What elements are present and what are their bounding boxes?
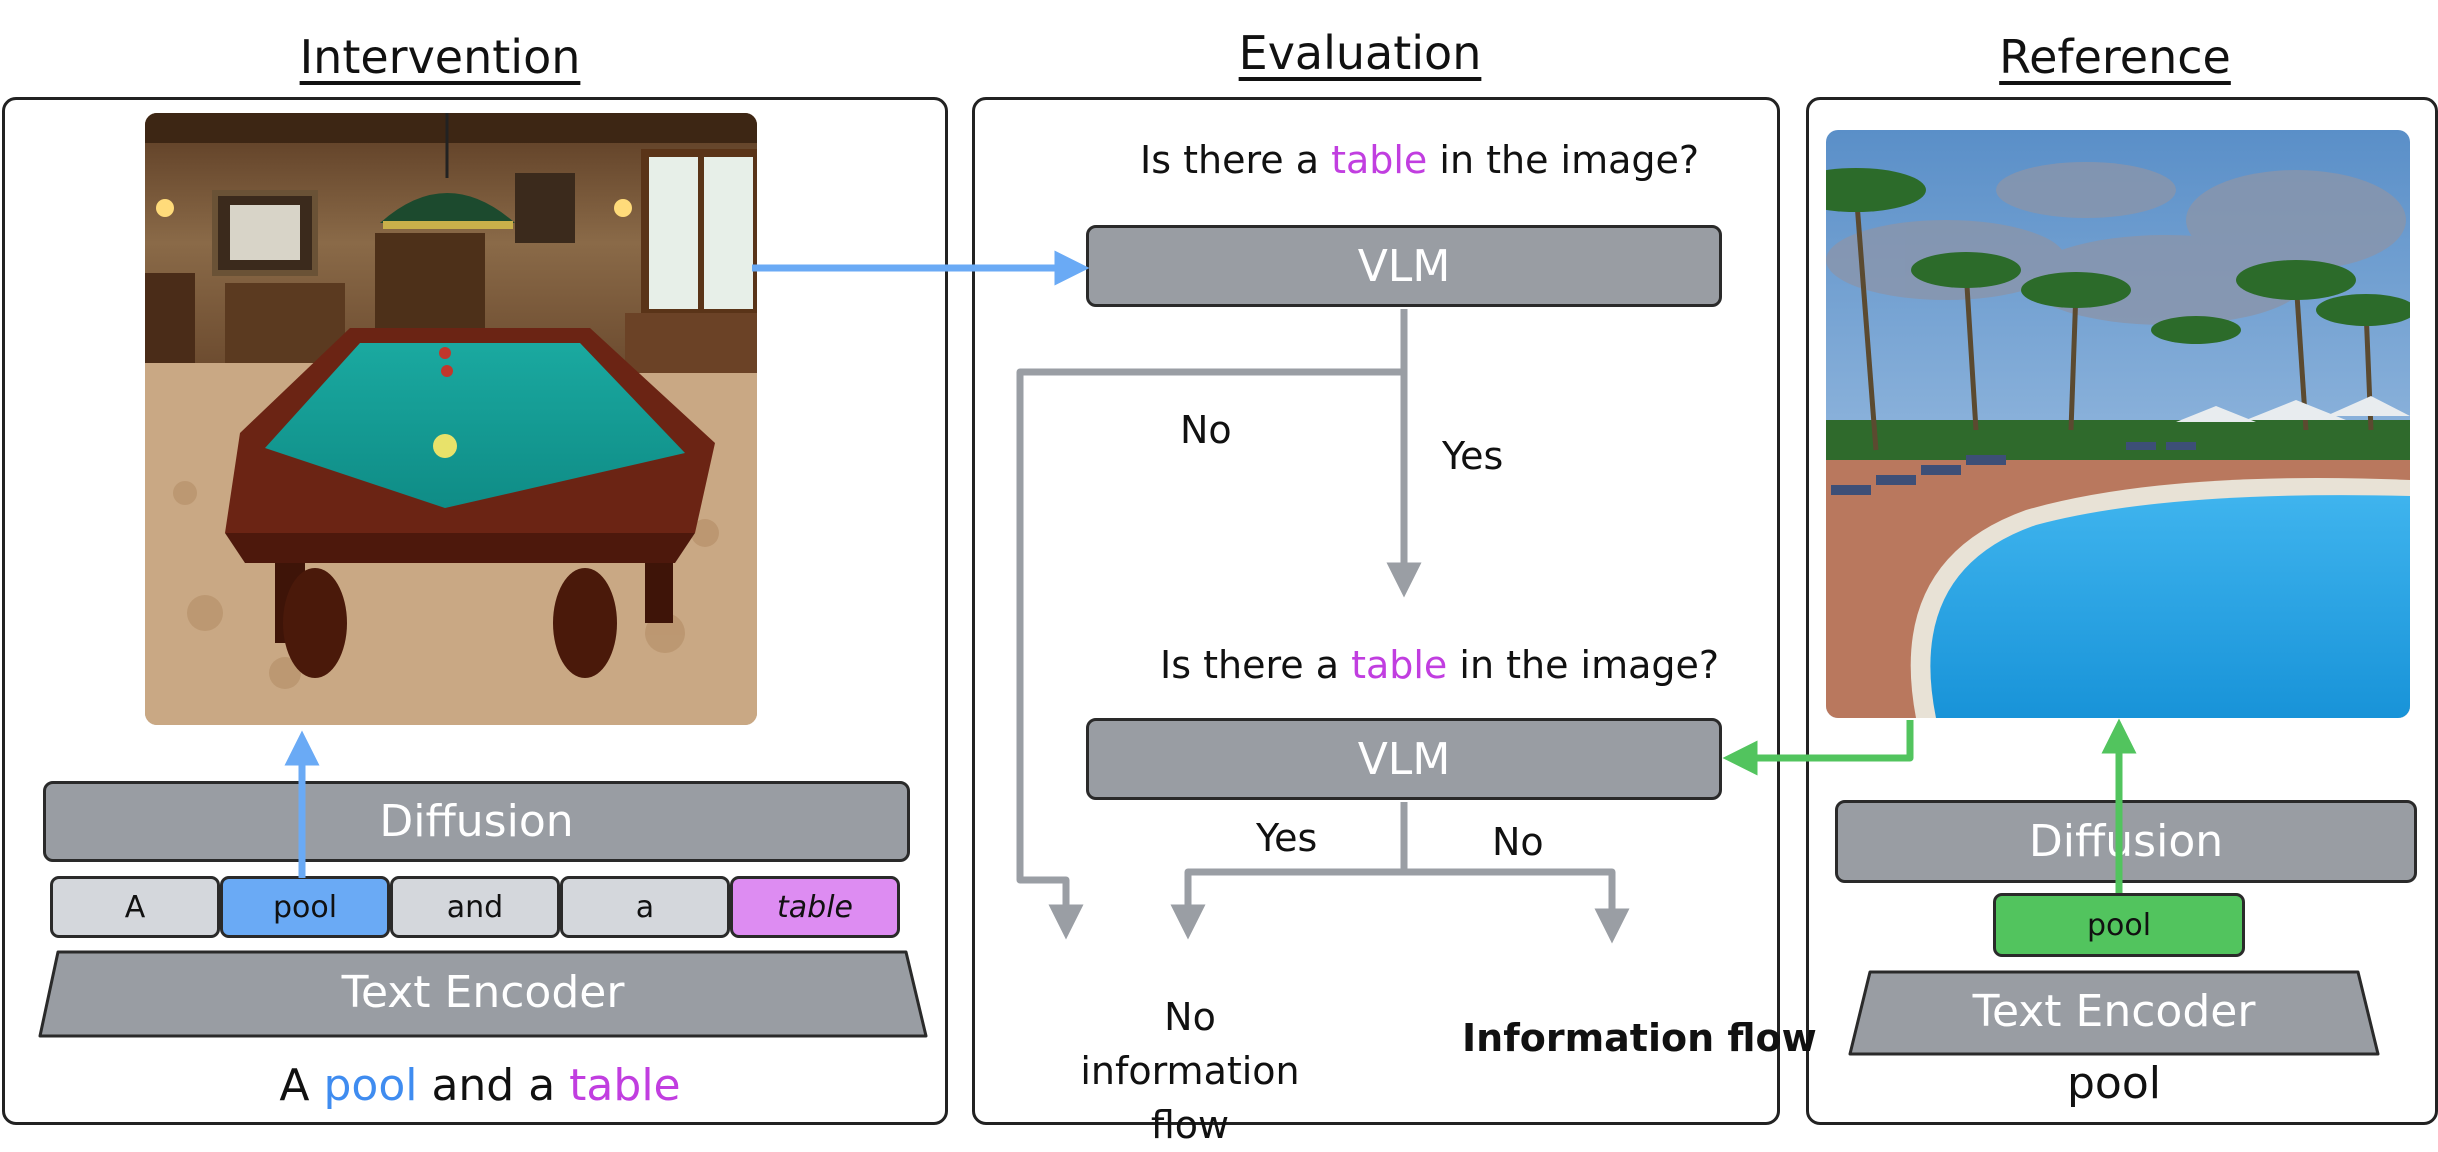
reference-text-encoder-label: Text Encoder [1972,986,2256,1037]
token-a1: A [50,876,220,938]
intervention-heading: Intervention [299,30,581,84]
token-and: and [390,876,560,938]
vlm-box-1: VLM [1086,225,1722,307]
outcome-information-flow: Information flow [1462,1016,1817,1060]
intervention-text-encoder-label: Text Encoder [341,967,625,1018]
vlm-box-2: VLM [1086,718,1722,800]
reference-prompt: pool [2067,1058,2161,1109]
reference-image-swimming-pool [1826,130,2410,718]
branch2-no-label: No [1492,820,1544,864]
token-pool: pool [220,876,390,938]
vlm-label-2: VLM [1357,733,1451,785]
prompt-pool-word: pool [323,1060,418,1111]
evaluation-question-1: Is there a table in the image? [1140,138,1700,182]
branch1-yes-label: Yes [1442,434,1504,478]
prompt-part2: and a [417,1060,570,1111]
prompt-part1: A [279,1060,324,1111]
token-a2: a [560,876,730,938]
prompt-table-word: table [569,1060,681,1111]
intervention-diffusion-label: Diffusion [379,796,574,847]
reference-token-pool: pool [1993,893,2245,957]
evaluation-heading: Evaluation [1238,26,1482,80]
branch2-yes-label: Yes [1256,816,1318,860]
evaluation-question-2: Is there a table in the image? [1160,643,1720,687]
reference-diffusion-label: Diffusion [2028,816,2224,867]
reference-heading: Reference [1999,30,2231,84]
reference-diffusion-box: Diffusion [1835,800,2417,883]
question2-keyword: table [1351,643,1448,687]
intervention-diffusion-box: Diffusion [43,781,910,862]
branch1-no-label: No [1180,408,1232,452]
token-table: table [730,876,900,938]
question1-keyword: table [1331,138,1428,182]
outcome-no-information-flow: No information flow [1080,995,1300,1147]
generated-image-pool-table [145,113,757,725]
intervention-prompt: A pool and a table [40,1060,920,1111]
vlm-label-1: VLM [1357,240,1451,292]
